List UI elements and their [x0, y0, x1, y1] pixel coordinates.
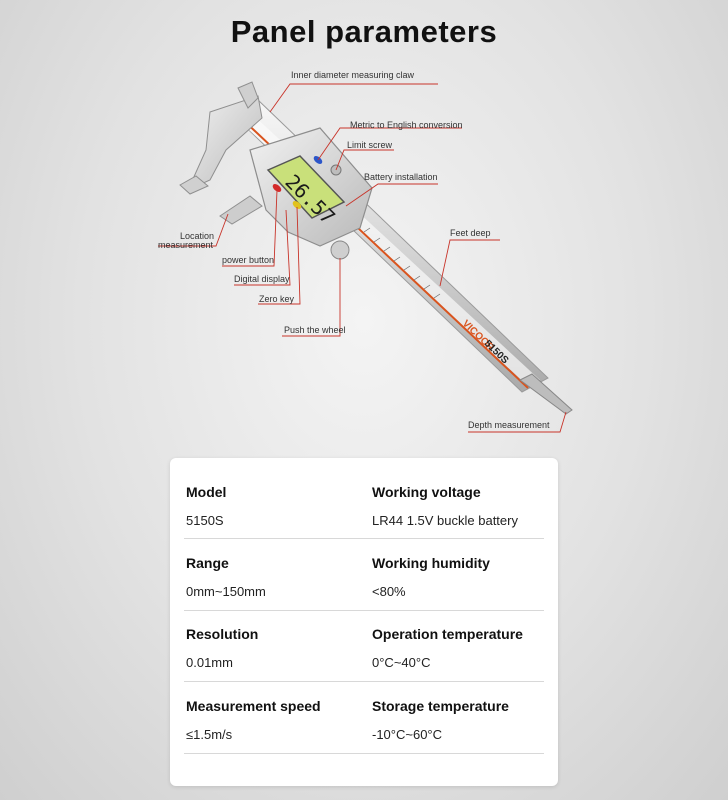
caliper-illustration: VICOOR 5150S 26.57 [158, 81, 573, 433]
spec-label: Operation temperature [372, 626, 523, 642]
zero-key-shape [292, 201, 302, 209]
spec-panel: Model 5150S Working voltage LR44 1.5V bu… [170, 458, 558, 786]
callout-inner-claw: Inner diameter measuring claw [291, 70, 415, 80]
callout-feet-deep: Feet deep [450, 228, 491, 238]
spec-value: 0mm~150mm [186, 584, 266, 599]
callout-location-line1: Location [180, 231, 215, 241]
callout-push-wheel: Push the wheel [284, 325, 346, 335]
spec-label: Working voltage [372, 484, 481, 500]
scale-ticks [363, 227, 441, 299]
callout-power-button: power button [222, 255, 275, 265]
callout-battery: Battery installation [364, 172, 438, 182]
spec-label: Resolution [186, 626, 259, 642]
callout-zero-key: Zero key [259, 294, 295, 304]
row-divider [184, 753, 544, 754]
spec-model: Model 5150S [186, 482, 366, 530]
spec-storage-temperature: Storage temperature -10°C~60°C [372, 696, 558, 744]
spec-measurement-speed: Measurement speed ≤1.5m/s [186, 696, 366, 744]
spec-label: Working humidity [372, 555, 490, 571]
spec-value: LR44 1.5V buckle battery [372, 513, 518, 528]
callout-metric-english: Metric to English conversion [350, 120, 463, 130]
spec-label: Model [186, 484, 227, 500]
thumb-wheel-shape [330, 240, 350, 260]
head-buttons [272, 156, 350, 260]
spec-value: -10°C~60°C [372, 727, 443, 742]
spec-label: Range [186, 555, 229, 571]
callout-digital-display: Digital display [234, 274, 290, 284]
spec-value: 0.01mm [186, 655, 233, 670]
spec-label: Storage temperature [372, 698, 509, 714]
spec-working-voltage: Working voltage LR44 1.5V buckle battery [372, 482, 558, 530]
callout-location-line2: measurement [158, 240, 214, 250]
spec-working-humidity: Working humidity <80% [372, 553, 558, 601]
spec-label: Measurement speed [186, 698, 321, 714]
fixed-jaws [179, 81, 263, 195]
depth-rod [519, 373, 573, 415]
spec-operation-temperature: Operation temperature 0°C~40°C [372, 624, 558, 672]
spec-range: Range 0mm~150mm [186, 553, 366, 601]
spec-value: <80% [372, 584, 406, 599]
spec-resolution: Resolution 0.01mm [186, 624, 366, 672]
callout-depth-measurement: Depth measurement [468, 420, 550, 430]
page-title: Panel parameters [230, 14, 498, 49]
spec-value: 0°C~40°C [372, 655, 431, 670]
spec-value: 5150S [186, 513, 224, 528]
spec-value: ≤1.5m/s [186, 727, 233, 742]
callout-leaders [158, 83, 567, 433]
row-divider [184, 681, 544, 682]
power-button-shape [272, 184, 282, 192]
row-divider [184, 610, 544, 611]
row-divider [184, 538, 544, 539]
callout-limit-screw: Limit screw [347, 140, 393, 150]
